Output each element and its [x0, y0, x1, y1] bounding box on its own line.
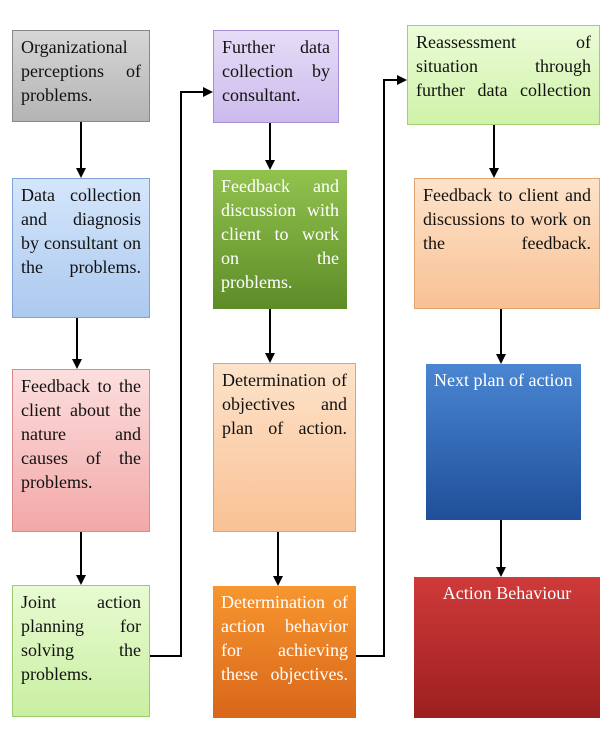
box-feedback-discussion: Feedback and discussion with client to w…: [213, 170, 347, 309]
box-determination-objectives: Determination of objectives and plan of …: [213, 363, 356, 532]
box-reassessment: Reassessment of situation through furthe…: [407, 25, 600, 125]
arrow-4-to-5: [150, 87, 213, 657]
box-determination-action-behavior: Determination of action behavior for ach…: [213, 586, 356, 718]
box-next-plan-of-action: Next plan of action: [426, 364, 581, 520]
box-further-data-collection: Further data collection by consultant.: [213, 30, 339, 123]
box-action-behaviour: Action Behaviour: [414, 577, 600, 718]
box-feedback-client-nature: Feedback to the client about the nature …: [12, 369, 150, 532]
box-organizational-perceptions: Organizational perceptions of problems.: [12, 30, 150, 122]
box-feedback-client-discussions: Feedback to client and discussions to wo…: [414, 178, 600, 309]
arrow-8-to-9: [356, 75, 407, 657]
box-joint-action-planning: Joint action planning for solving the pr…: [12, 585, 150, 717]
box-data-collection-diagnosis: Data collection and diagnosis by consult…: [12, 178, 150, 318]
